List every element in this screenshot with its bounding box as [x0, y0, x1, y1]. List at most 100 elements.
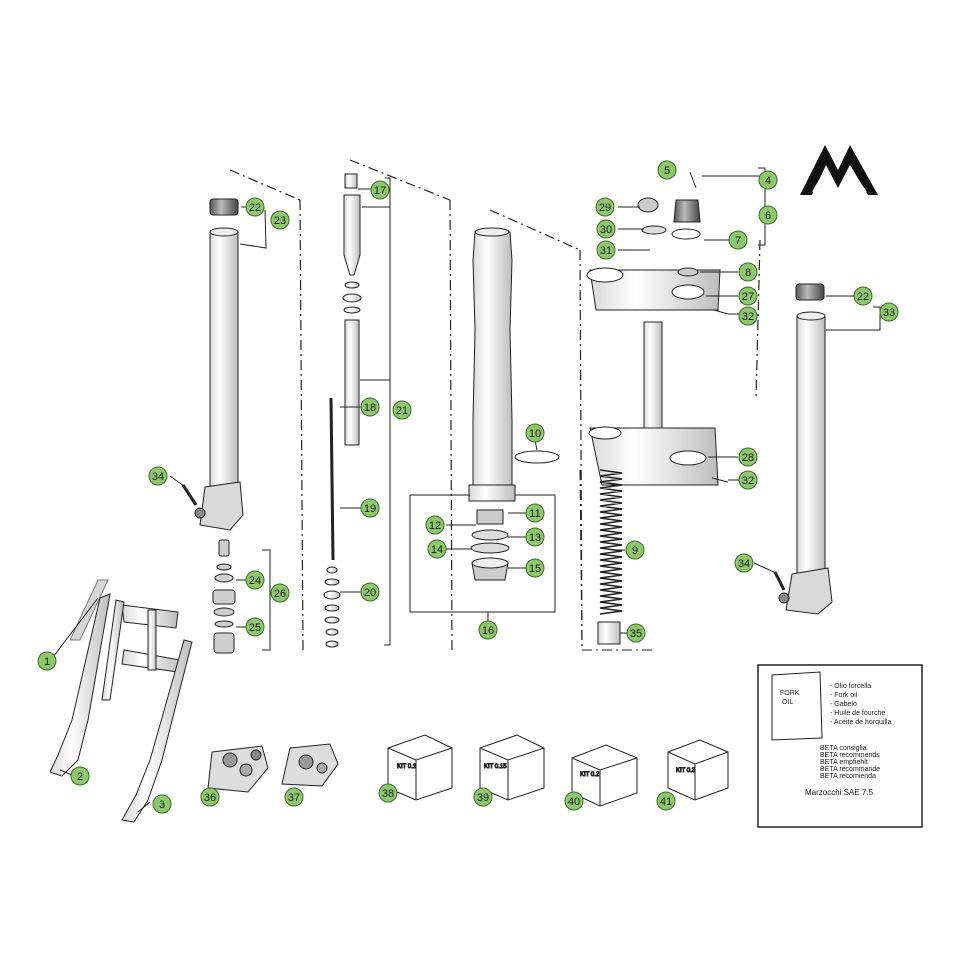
callout-37: 37	[284, 787, 304, 807]
kit-41-label: KIT 0.3	[676, 768, 696, 774]
callout-number: 37	[288, 792, 300, 804]
callout-28: 28	[738, 447, 758, 467]
callout-22: 22	[245, 197, 265, 217]
callout-number: 36	[204, 792, 216, 804]
callout-number: 31	[600, 245, 612, 257]
oil-spec: Marzocchi SAE 7.5	[805, 788, 874, 797]
fork-outer-tube-left	[181, 198, 244, 531]
callout-17: 17	[370, 180, 390, 200]
callout-number: 8	[745, 267, 751, 279]
callout-3: 3	[152, 794, 172, 814]
callout-22: 22	[853, 286, 873, 306]
fork-assembly-left	[49, 579, 111, 777]
callout-9: 9	[625, 540, 645, 560]
callout-number: 25	[249, 622, 261, 634]
callout-number: 27	[742, 291, 754, 303]
callout-2: 2	[70, 766, 90, 786]
callout-number: 10	[529, 428, 541, 440]
callout-5: 5	[657, 160, 677, 180]
callout-34: 34	[734, 553, 754, 573]
callout-8: 8	[738, 262, 758, 282]
callout-number: 3	[159, 799, 165, 811]
callout-32: 32	[738, 306, 758, 326]
callout-12: 12	[425, 515, 445, 535]
oil-note-1: BETA consiglia	[820, 745, 867, 752]
callout-13: 13	[525, 527, 545, 547]
callout-41: 41	[656, 791, 676, 811]
fork-slider-tube	[468, 227, 560, 581]
fork-assembly-complete	[101, 599, 193, 823]
steering-stem	[588, 321, 729, 486]
callout-33: 33	[879, 302, 899, 322]
callout-15: 15	[525, 558, 545, 578]
callout-number: 22	[249, 202, 261, 214]
callout-number: 41	[660, 796, 672, 808]
oil-note-2: BETA recommends	[820, 752, 880, 759]
oil-can-label-2: OIL	[782, 699, 793, 706]
valve-parts-stack	[212, 539, 236, 654]
oil-line-4: - Huile de fourche	[830, 710, 885, 717]
callout-19: 19	[360, 498, 380, 518]
callout-number: 24	[249, 575, 261, 587]
assembly-dash-lines	[229, 159, 761, 651]
oil-note-4: BETA recommande	[820, 766, 880, 773]
callout-number: 9	[632, 545, 638, 557]
callout-number: 1	[44, 656, 50, 668]
callout-24: 24	[245, 570, 265, 590]
callout-number: 26	[274, 588, 286, 600]
oil-note-5: BETA recomienda	[820, 773, 876, 780]
kit-38-label: KIT 0.1	[397, 764, 417, 770]
kit-box-41: KIT 0.3	[667, 739, 729, 801]
callout-23: 23	[270, 210, 290, 230]
kit-40-label: KIT 0.2	[580, 772, 600, 778]
kit-box-40: KIT 0.2	[571, 744, 638, 807]
callout-number: 16	[482, 625, 494, 637]
damper-cartridge	[323, 173, 362, 648]
callout-21: 21	[392, 400, 412, 420]
seal-kit-36	[207, 745, 269, 793]
callout-number: 34	[738, 558, 750, 570]
spring-spacer	[597, 621, 621, 645]
callout-7: 7	[728, 230, 748, 250]
callout-27: 27	[738, 286, 758, 306]
callout-number: 32	[742, 475, 754, 487]
callout-number: 40	[568, 796, 580, 808]
callout-number: 22	[857, 291, 869, 303]
oil-line-2: - Fork oil	[830, 692, 858, 699]
callout-16: 16	[478, 620, 498, 640]
kit-box-39: KIT 0.15	[479, 734, 545, 801]
callout-leaders	[49, 167, 881, 813]
callout-4: 4	[758, 170, 778, 190]
callout-11: 11	[525, 503, 545, 523]
callout-number: 19	[364, 503, 376, 515]
callout-40: 40	[564, 791, 584, 811]
seal-kit-37	[281, 743, 339, 787]
callout-39: 39	[473, 787, 493, 807]
callout-number: 34	[152, 471, 164, 483]
callout-35: 35	[626, 623, 646, 643]
callout-38: 38	[378, 783, 398, 803]
callout-number: 13	[529, 532, 541, 544]
callout-number: 6	[765, 210, 771, 222]
callout-number: 14	[431, 544, 443, 556]
callout-number: 33	[883, 307, 895, 319]
kit-39-label: KIT 0.15	[484, 764, 507, 770]
callout-number: 35	[630, 628, 642, 640]
callout-number: 39	[477, 792, 489, 804]
callout-number: 18	[364, 402, 376, 414]
callout-14: 14	[427, 539, 447, 559]
callout-number: 28	[742, 452, 754, 464]
callout-30: 30	[596, 219, 616, 239]
callout-number: 11	[529, 508, 540, 520]
callout-number: 7	[735, 235, 741, 247]
oil-line-5: - Aceite de horquilla	[830, 719, 892, 726]
callout-number: 20	[364, 587, 376, 599]
callout-number: 21	[396, 405, 408, 417]
callout-number: 38	[382, 788, 394, 800]
callout-number: 30	[600, 224, 612, 236]
callout-25: 25	[245, 617, 265, 637]
fork-oil-legend: FORK OIL - Olio forcella - Fork oil - Ga…	[757, 664, 923, 828]
callout-badges: 1234567891011121314151617181920212223242…	[37, 160, 899, 814]
callout-number: 4	[765, 175, 771, 187]
callout-number: 5	[664, 165, 670, 177]
